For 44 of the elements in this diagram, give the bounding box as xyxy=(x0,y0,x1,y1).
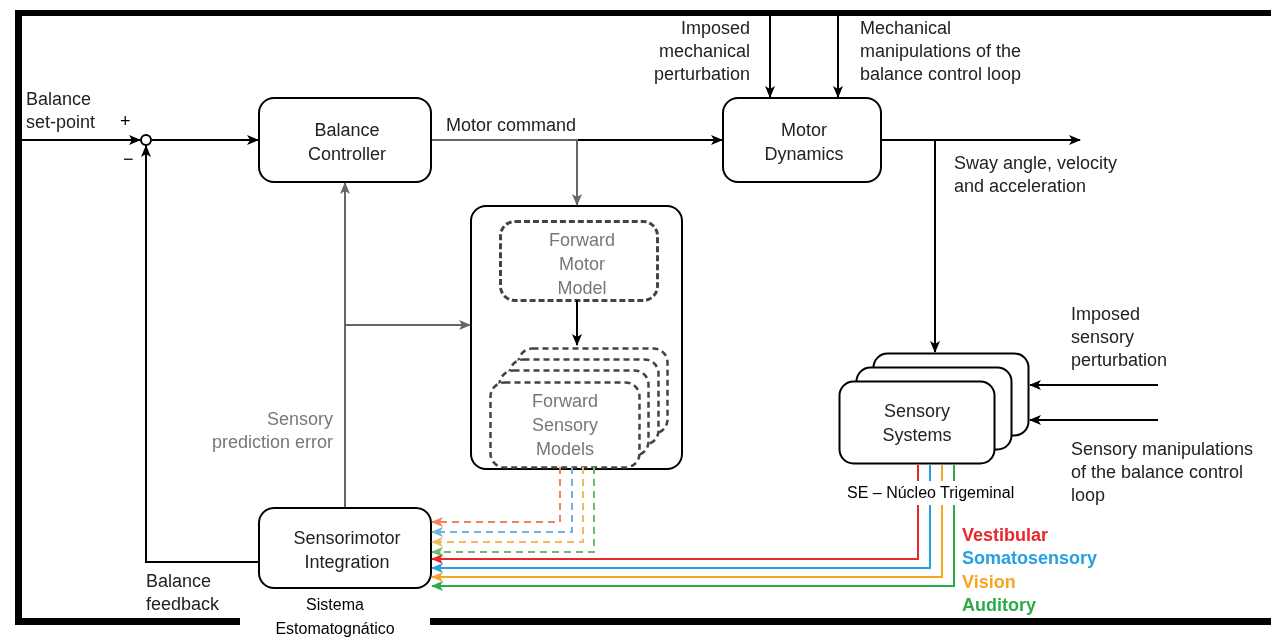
edge-label: Imposed sensory perturbation xyxy=(1071,303,1169,372)
arrow xyxy=(151,135,259,145)
arrow xyxy=(431,139,582,206)
edge-label: Sensory manipulations of the balance control loop xyxy=(1071,438,1255,507)
box-label: Sensorimotor Integration xyxy=(292,527,402,574)
stacked-model-boxes xyxy=(489,347,669,469)
edge-label: Motor command xyxy=(446,114,578,137)
container-box xyxy=(470,205,683,470)
annotation-text: − xyxy=(123,148,134,171)
edge-label: Sensory prediction error xyxy=(210,408,333,454)
summing-junction xyxy=(140,134,152,146)
arrow xyxy=(431,466,584,547)
arrow xyxy=(21,135,141,145)
edge-label: Balance set-point xyxy=(26,88,97,134)
legend-entry: Vision xyxy=(962,571,1016,593)
annotation-text: + xyxy=(120,110,131,133)
edge-label: Sway angle, velocity and acceleration xyxy=(954,152,1119,198)
process-box xyxy=(258,97,432,183)
box-label: Forward Sensory Models xyxy=(530,390,599,461)
arrow xyxy=(431,466,573,537)
box-label: Balance Controller xyxy=(307,119,387,166)
edge-label: Imposed mechanical perturbation xyxy=(652,17,750,86)
legend-entry: Vestibular xyxy=(962,524,1049,546)
edge-label: Balance feedback xyxy=(146,570,221,616)
arrow xyxy=(881,139,940,353)
legend-entry: Auditory xyxy=(962,594,1036,616)
arrow xyxy=(1029,415,1159,425)
box-label: Motor Dynamics xyxy=(763,119,845,166)
arrow xyxy=(833,15,843,98)
arrow xyxy=(141,145,259,563)
model-box xyxy=(499,220,659,302)
edge-label: Mechanical manipulations of the balance control loop xyxy=(860,17,1023,86)
arrow xyxy=(431,466,595,557)
arrow xyxy=(765,15,775,98)
arrow xyxy=(431,466,561,527)
arrow xyxy=(1029,380,1159,390)
stacked-system-boxes xyxy=(838,352,1030,465)
arrow xyxy=(344,320,471,508)
box-label: Sensory Systems xyxy=(881,399,953,447)
legend-entry: Somatosensory xyxy=(962,547,1098,569)
process-box xyxy=(722,97,882,183)
process-box xyxy=(258,507,432,589)
arrow xyxy=(572,299,582,346)
box-label: Forward Motor Model xyxy=(548,229,616,300)
